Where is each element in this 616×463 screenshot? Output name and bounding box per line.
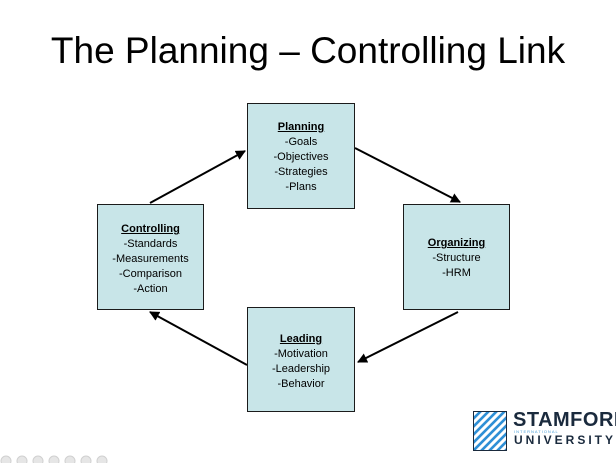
- organizing-title: Organizing: [427, 237, 486, 249]
- leading-box: Leading -Motivation -Leadership -Behavio…: [247, 307, 355, 412]
- organizing-item: -HRM: [442, 267, 471, 279]
- planning-title: Planning: [277, 121, 325, 133]
- controlling-box: Controlling -Standards -Measurements -Co…: [97, 204, 204, 310]
- controlling-item: -Action: [133, 283, 168, 295]
- planning-item: -Strategies: [274, 166, 328, 178]
- planning-item: -Plans: [285, 181, 317, 193]
- organizing-item: -Structure: [432, 252, 481, 264]
- leading-item: -Behavior: [277, 378, 325, 390]
- controlling-item: -Comparison: [119, 268, 182, 280]
- planning-item: -Objectives: [273, 151, 329, 163]
- leading-item: -Leadership: [271, 363, 331, 375]
- leading-item: -Motivation: [274, 348, 328, 360]
- planning-item: -Goals: [284, 136, 318, 148]
- logo-name: STAMFORD: [513, 409, 616, 431]
- stamford-logo: STAMFORD INTERNATIONAL UNIVERSITY: [473, 407, 616, 457]
- controlling-item: -Measurements: [112, 253, 189, 265]
- arrow-controlling-to-planning: [149, 150, 246, 204]
- leading-title: Leading: [279, 333, 323, 345]
- stamford-logo-icon: [473, 411, 507, 451]
- slide-title: The Planning – Controlling Link: [50, 30, 566, 71]
- arrow-organizing-to-leading: [357, 311, 459, 363]
- arrow-planning-to-organizing: [354, 147, 461, 203]
- arrow-leading-to-controlling: [149, 311, 248, 366]
- logo-tagline: INTERNATIONAL: [514, 429, 559, 434]
- footer-decoration: [0, 455, 108, 463]
- planning-box: Planning -Goals -Objectives -Strategies …: [247, 103, 355, 209]
- logo-university: UNIVERSITY: [514, 433, 616, 447]
- controlling-title: Controlling: [121, 223, 180, 235]
- organizing-box: Organizing -Structure -HRM: [403, 204, 510, 310]
- controlling-item: -Standards: [123, 238, 178, 250]
